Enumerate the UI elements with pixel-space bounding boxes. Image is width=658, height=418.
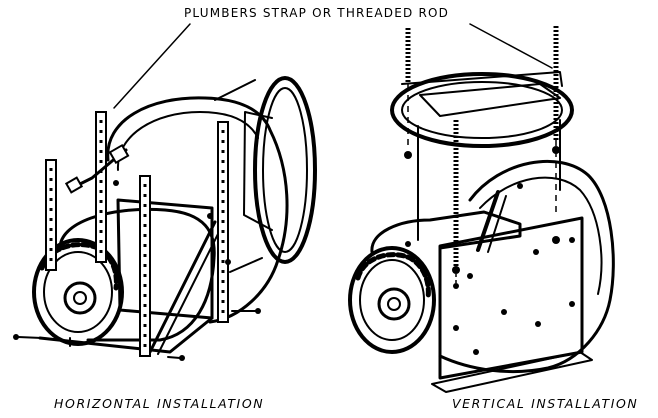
- callout-leaders: [113, 23, 553, 109]
- hanging-strap-left: [45, 159, 57, 271]
- hanging-strap-right: [139, 175, 151, 357]
- mounting-bolts-right: [405, 183, 575, 355]
- vertical-installation-caption: VERTICAL INSTALLATION: [452, 396, 639, 411]
- threaded-rod-right: [552, 26, 560, 244]
- callout-label: PLUMBERS STRAP OR THREADED ROD: [184, 6, 450, 20]
- threaded-rod-center: [452, 120, 460, 289]
- horizontal-installation-caption: HORIZONTAL INSTALLATION: [54, 396, 265, 411]
- vertical-blower-assembly: [348, 26, 615, 393]
- hanging-strap-center: [95, 111, 107, 263]
- hanging-strap-rear: [217, 121, 229, 323]
- mounting-bolts-left: [13, 180, 261, 361]
- horizontal-blower-assembly: [13, 76, 317, 361]
- threaded-rod-left: [404, 28, 412, 159]
